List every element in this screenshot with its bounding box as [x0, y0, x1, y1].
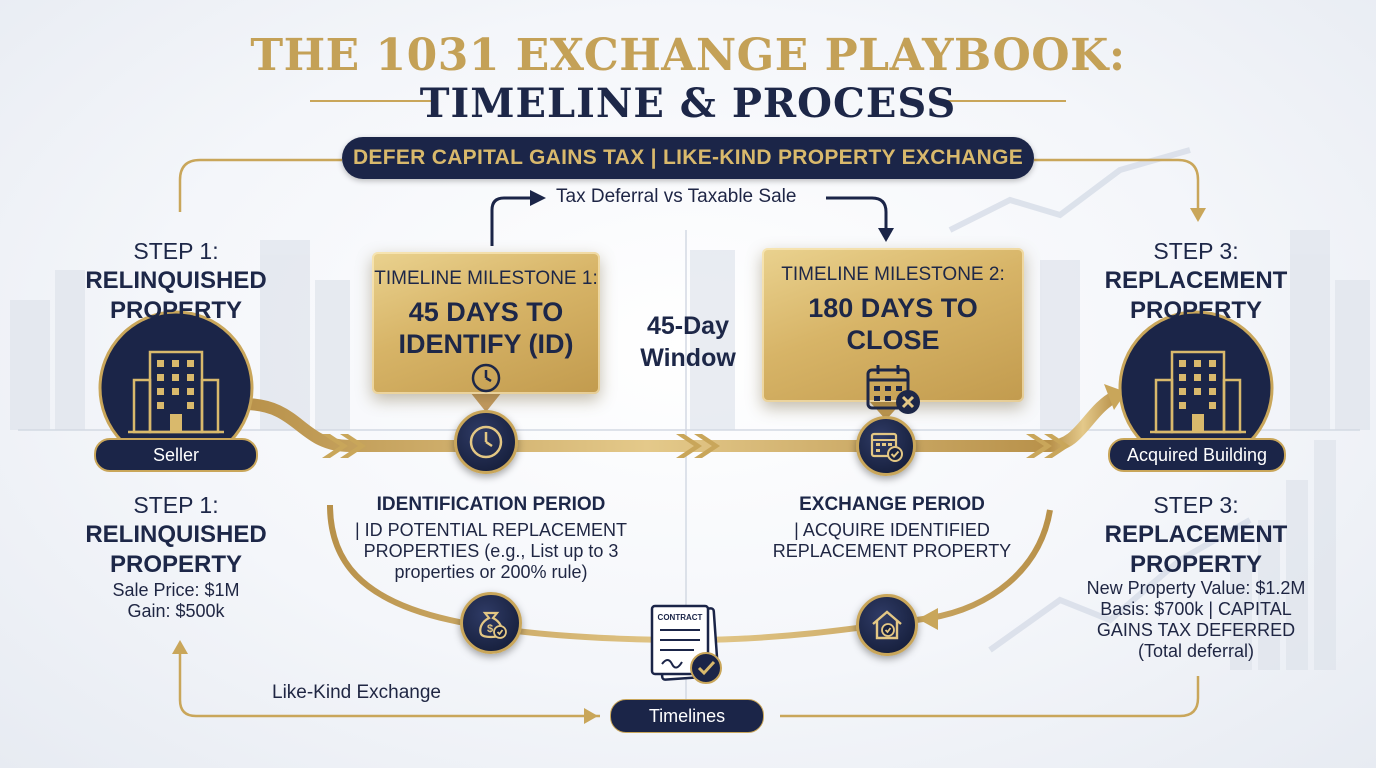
milestone1-label: TIMELINE MILESTONE 1: [374, 268, 598, 289]
contract-icon [650, 604, 722, 684]
window-line1: 45-Day [647, 312, 729, 340]
calendar-check-icon [870, 432, 903, 462]
exchange-body: | ACQUIRE IDENTIFIED REPLACEMENT PROPERT… [758, 520, 1026, 562]
milestone1-title-line1: 45 DAYS TO [408, 297, 564, 327]
exchange-line1: | ACQUIRE IDENTIFIED [794, 520, 990, 540]
acquired-building-pill: Acquired Building [1108, 438, 1286, 472]
milestone2-title: 180 DAYS TO CLOSE [808, 293, 978, 355]
bottom-loop-left [178, 650, 600, 718]
bottom-loop-arrowhead-up [172, 640, 188, 654]
identification-line1: | ID POTENTIAL REPLACEMENT [354, 520, 628, 540]
house-check-icon [872, 610, 902, 640]
step1-details: Sale Price: $1M Gain: $500k [60, 580, 292, 622]
key-message-banner: DEFER CAPITAL GAINS TAX | LIKE-KIND PROP… [342, 137, 1034, 179]
milestone1-title-line2: IDENTIFY (ID) [398, 329, 574, 359]
clock-icon [471, 363, 501, 393]
page-title: THE 1031 EXCHANGE PLAYBOOK: [250, 30, 1126, 81]
top-loop-arrowhead [1190, 208, 1206, 222]
exchange-period: EXCHANGE PERIOD | ACQUIRE IDENTIFIED REP… [758, 494, 1026, 562]
tax-arrow-right [826, 196, 888, 232]
step3-name-line1: REPLACEMENT [1104, 267, 1288, 294]
step1-name-line1: RELINQUISHED [85, 267, 267, 294]
tax-deferral-label: Tax Deferral vs Taxable Sale [556, 186, 797, 207]
background-trend-arrow [948, 147, 1252, 653]
calendar-circle-icon [856, 416, 916, 476]
step1-lower-name-line2: PROPERTY [109, 551, 243, 578]
exchange-line2: REPLACEMENT PROPERTY [772, 541, 1012, 561]
step1-number: STEP 1: [133, 238, 219, 264]
bottom-loop-arrowhead-right [584, 708, 598, 724]
identification-title: IDENTIFICATION PERIOD [376, 494, 606, 515]
new-property-value: New Property Value: $1.2M [1086, 578, 1306, 598]
money-bag-circle-icon: $ [460, 592, 522, 654]
identification-line3: properties or 200% rule) [394, 562, 588, 582]
seller-pill: Seller [94, 438, 258, 472]
timeline-band-rise [1049, 390, 1120, 452]
top-loop-right [1034, 158, 1200, 212]
top-loop-left [178, 158, 342, 212]
identification-period: IDENTIFICATION PERIOD | ID POTENTIAL REP… [346, 494, 636, 583]
clock-icon [469, 425, 503, 459]
page-subtitle-title: TIMELINE & PROCESS [419, 80, 957, 127]
lower-arc-arrowhead [918, 608, 938, 630]
gain-amount: Gain: $500k [127, 601, 225, 621]
basis: Basis: $700k | CAPITAL [1100, 599, 1292, 619]
step3-number: STEP 3: [1153, 238, 1239, 264]
step3-details: New Property Value: $1.2M Basis: $700k |… [1072, 578, 1320, 662]
timeline-chevrons [322, 434, 1070, 458]
contract-doc-title: CONTRACT [658, 613, 703, 622]
seller-building-windows [157, 360, 194, 432]
milestone2-card: TIMELINE MILESTONE 2: 180 DAYS TO CLOSE [762, 248, 1024, 414]
buyer-building-windows [1179, 360, 1216, 432]
step1-lower-header: STEP 1: RELINQUISHED PROPERTY [60, 490, 292, 580]
step3-lower-name-line2: PROPERTY [1129, 551, 1263, 578]
milestone1-card: TIMELINE MILESTONE 1: 45 DAYS TO IDENTIF… [372, 252, 600, 394]
step1-lower-name-line1: RELINQUISHED [85, 521, 267, 548]
step3-name-line2: PROPERTY [1129, 297, 1263, 324]
like-kind-exchange-label: Like-Kind Exchange [272, 682, 441, 703]
step1-name-line2: PROPERTY [109, 297, 243, 324]
identification-line2: PROPERTIES (e.g., List up to 3 [363, 541, 619, 561]
tax-deferred: GAINS TAX DEFERRED [1096, 620, 1296, 640]
step3-lower-name-line1: REPLACEMENT [1104, 521, 1288, 548]
sale-price: Sale Price: $1M [112, 580, 240, 600]
clock-circle-icon [454, 410, 518, 474]
step1-lower-number: STEP 1: [133, 492, 219, 518]
bottom-loop-right [780, 676, 1200, 718]
total-deferral: (Total deferral) [1137, 641, 1255, 661]
step1-header: STEP 1: RELINQUISHED PROPERTY [60, 236, 292, 326]
window-line2: Window [640, 344, 736, 372]
tax-arrow-left-head [530, 190, 546, 206]
svg-text:$: $ [487, 623, 493, 635]
step3-lower-number: STEP 3: [1153, 492, 1239, 518]
exchange-title: EXCHANGE PERIOD [799, 494, 985, 515]
milestone1-pointer [470, 392, 502, 412]
background-skyline [10, 230, 1370, 670]
identification-body: | ID POTENTIAL REPLACEMENT PROPERTIES (e… [346, 520, 636, 583]
step3-lower-header: STEP 3: REPLACEMENT PROPERTY [1080, 490, 1312, 580]
house-circle-icon [856, 594, 918, 656]
milestone2-label: TIMELINE MILESTONE 2: [781, 264, 1005, 285]
money-bag-icon: $ [479, 611, 507, 639]
tax-arrow-left [490, 196, 540, 246]
calendar-x-icon [866, 365, 920, 414]
step3-header: STEP 3: REPLACEMENT PROPERTY [1080, 236, 1312, 326]
tax-arrow-right-head [878, 228, 894, 242]
timelines-pill: Timelines [610, 699, 764, 733]
window-label: 45-Day Window [628, 310, 748, 374]
